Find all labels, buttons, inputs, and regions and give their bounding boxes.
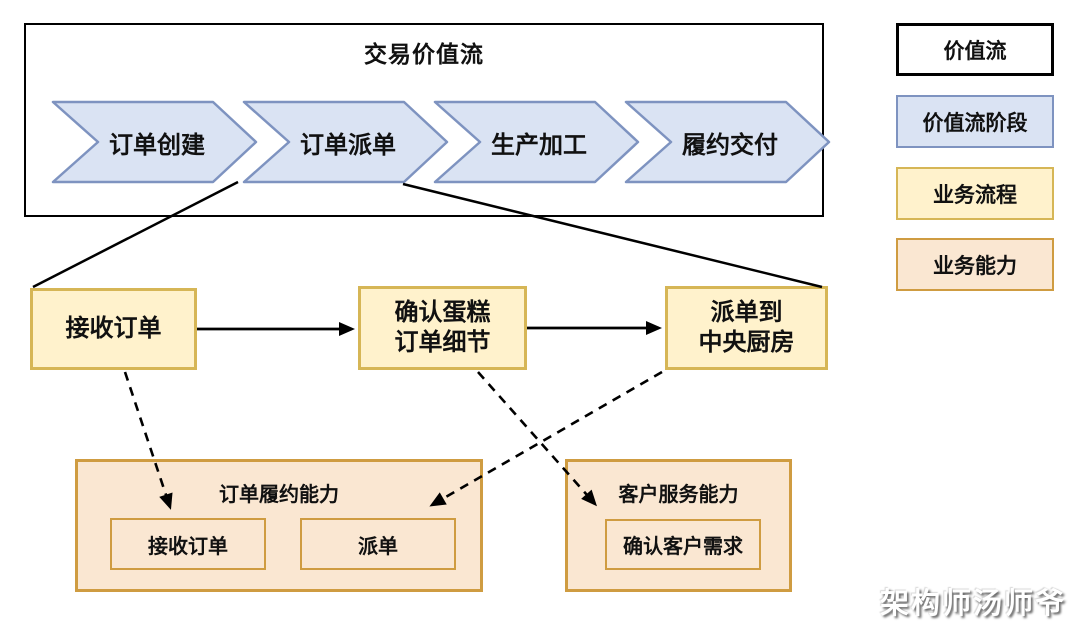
process-confirm-cake-details: 确认蛋糕 订单细节 bbox=[358, 286, 527, 370]
legend-business-capability: 业务能力 bbox=[896, 238, 1054, 291]
capability-title: 订单履约能力 bbox=[219, 484, 339, 506]
value-stream-container: 交易价值流 订单创建 订单派单 生产加工 履约交付 bbox=[24, 23, 831, 217]
legend-label: 业务能力 bbox=[933, 254, 1017, 278]
chevron-shape bbox=[242, 100, 449, 184]
legend-value-stream: 价值流 bbox=[896, 23, 1054, 76]
capability-item-dispatch: 派单 bbox=[300, 518, 456, 570]
legend-label: 业务流程 bbox=[933, 183, 1017, 207]
stage-order-dispatch: 订单派单 bbox=[242, 100, 450, 184]
stage-label: 订单创建 bbox=[109, 131, 205, 159]
process-dispatch-central-kitchen: 派单到 中央厨房 bbox=[665, 286, 828, 370]
legend-value-stream-stage: 价值流阶段 bbox=[896, 95, 1054, 148]
capability-order-fulfillment: 订单履约能力 接收订单 派单 bbox=[75, 459, 483, 592]
capability-title: 客户服务能力 bbox=[618, 484, 739, 506]
stage-order-creation: 订单创建 bbox=[51, 100, 259, 184]
capability-item-receive-order: 接收订单 bbox=[110, 518, 266, 570]
stage-production: 生产加工 bbox=[433, 100, 641, 184]
capability-item-confirm-customer-needs: 确认客户需求 bbox=[605, 519, 761, 570]
process-receive-order: 接收订单 bbox=[30, 288, 197, 370]
stage-label: 履约交付 bbox=[682, 131, 778, 159]
capability-customer-service: 客户服务能力 确认客户需求 bbox=[565, 459, 792, 592]
stage-fulfillment-delivery: 履约交付 bbox=[624, 100, 832, 184]
legend-label: 价值流阶段 bbox=[922, 111, 1028, 135]
stage-label: 生产加工 bbox=[491, 131, 587, 159]
stage-label: 订单派单 bbox=[300, 131, 396, 159]
chevron-shape bbox=[624, 100, 831, 184]
chevron-shape bbox=[433, 100, 640, 184]
legend-business-process: 业务流程 bbox=[896, 167, 1054, 220]
legend-label: 价值流 bbox=[943, 39, 1007, 63]
watermark-text: 架构师汤师爷 bbox=[879, 588, 1066, 620]
value-stream-title: 交易价值流 bbox=[364, 41, 484, 67]
